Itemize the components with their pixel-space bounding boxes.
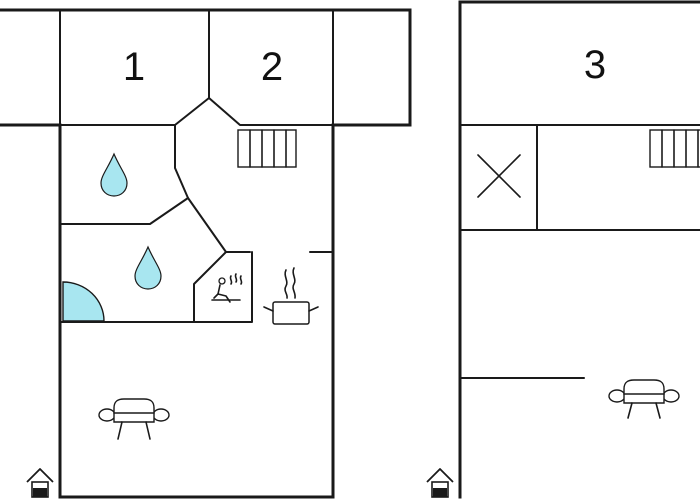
water-drop-icon — [100, 152, 128, 197]
room-number-3: 3 — [584, 43, 606, 87]
outer-wall-right-floor — [458, 0, 700, 499]
water-drop-icon — [134, 245, 162, 290]
sauna-icon — [211, 273, 243, 303]
entrance-house-icon — [26, 468, 54, 498]
cross-mark-icon — [477, 154, 521, 198]
entrance-house-icon — [426, 468, 454, 498]
room-number-2: 2 — [261, 45, 283, 89]
floor-left: 1 2 — [0, 8, 412, 499]
bedroom-1-wall — [59, 97, 334, 126]
radiator-icon — [237, 129, 297, 168]
sofa-icon — [98, 398, 170, 440]
floor-right: 3 — [426, 0, 700, 499]
cooking-pot-icon — [263, 267, 319, 325]
radiator-icon — [649, 129, 700, 168]
outer-wall-left-floor — [0, 8, 412, 499]
sauna-wall — [193, 251, 253, 323]
bathroom-wall — [59, 197, 189, 225]
shower-tray-icon — [62, 281, 105, 322]
sofa-icon — [608, 379, 680, 419]
room-number-1: 1 — [123, 45, 145, 89]
